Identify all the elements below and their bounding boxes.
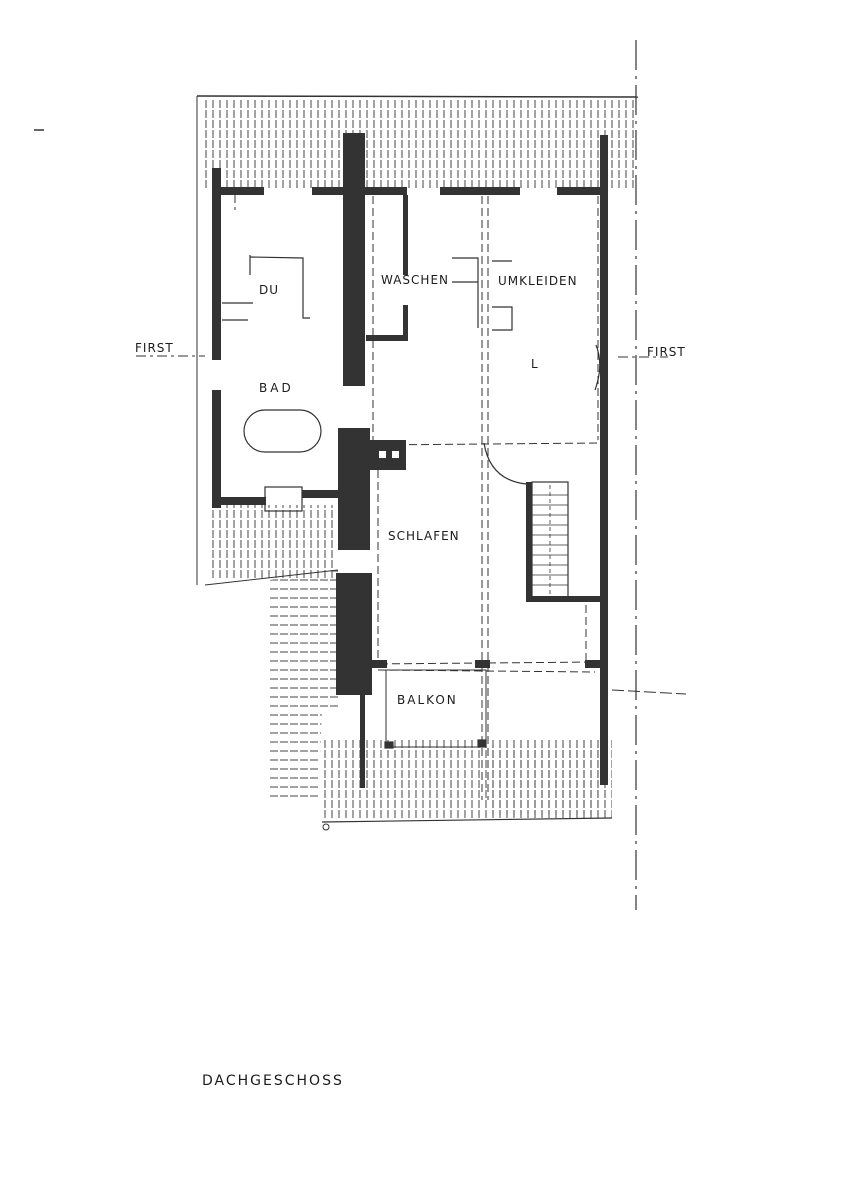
room-label-schlafen: SCHLAFEN xyxy=(388,529,460,543)
drawing-title: DACHGESCHOSS xyxy=(202,1073,344,1089)
dashed-lines xyxy=(234,195,601,800)
ridge-label-left: FIRST xyxy=(135,341,174,355)
roof-hatching xyxy=(196,95,639,831)
chimney-flue xyxy=(392,451,399,458)
annotation-mark: L xyxy=(531,357,539,371)
chimney-flue xyxy=(379,451,386,458)
room-label-bad: BAD xyxy=(259,381,294,395)
room-label-balkon: BALKON xyxy=(397,693,458,707)
ridge-label-right: FIRST xyxy=(647,345,686,359)
room-label-umkleiden: UMKLEIDEN xyxy=(498,274,578,288)
ridge-lines xyxy=(34,40,687,910)
room-label-du: DU xyxy=(259,283,280,297)
fixtures xyxy=(222,255,601,749)
room-label-waschen: WASCHEN xyxy=(381,273,449,287)
